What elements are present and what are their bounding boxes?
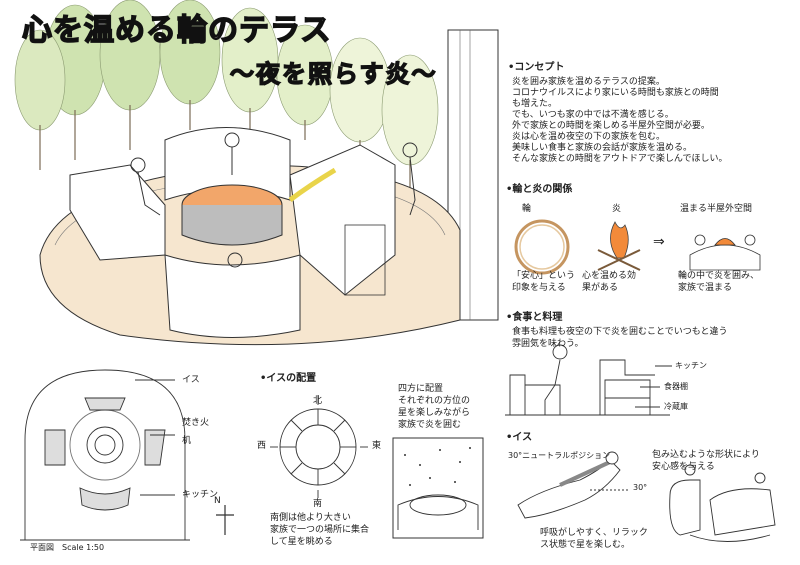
layout-desc-top-2: それぞれの方位の xyxy=(398,396,471,406)
compass-south: 南 xyxy=(313,499,323,509)
layout-desc-top-3: 星を楽しみながら xyxy=(398,408,471,418)
layout-desc-bottom-1: 南側は他より大きい xyxy=(270,513,351,523)
plan-label-chair: イス xyxy=(182,375,200,385)
page-title: 心を温める輪のテラス xyxy=(21,13,332,49)
fire-desc-2: 果がある xyxy=(582,283,619,293)
kitchen-section xyxy=(505,344,672,416)
ring-fire-heading: •輪と炎の関係 xyxy=(506,184,573,195)
layout-desc-top-4: 家族で炎を囲む xyxy=(398,420,462,430)
ring-symbol xyxy=(514,219,570,275)
layout-desc-bottom-2: 家族で一つの場所に集合 xyxy=(270,525,370,535)
chair-south xyxy=(164,254,301,338)
concept-line: コロナウイルスにより家にいる時間も家族との時間 xyxy=(512,88,719,98)
neutral-position-label: 30°ニュートラルポジション xyxy=(508,451,611,460)
ring-desc-1: 「安心」という xyxy=(512,271,576,281)
fridge-label: 冷蔵庫 xyxy=(664,402,688,411)
chair-desc-bottom-1: 呼吸がしやすく、リラック xyxy=(540,528,648,538)
concept-line: 炎は心を温め夜空の下の家族を包む。 xyxy=(512,132,666,142)
arrow-icon: ⇒ xyxy=(653,234,665,250)
plan-view xyxy=(20,369,190,541)
compass-west: 西 xyxy=(257,441,267,451)
fire-desc-1: 心を温める効 xyxy=(582,271,637,281)
concept-text: 炎を囲み家族を温めるテラスの提案。 コロナウイルスにより家にいる時間も家族との時… xyxy=(512,77,727,165)
plan-label-bonfire: 焚き火 xyxy=(182,418,210,428)
chair-profile xyxy=(517,451,630,519)
chair-pair-sketch xyxy=(669,464,776,542)
page-subtitle: 〜夜を照らす炎〜 xyxy=(229,59,438,88)
concept-line: でも、いつも家の中では不満を感じる。 xyxy=(512,110,674,120)
tree-row xyxy=(14,0,439,166)
ring-label: 輪 xyxy=(522,204,532,214)
result-desc-2: 家族で温まる xyxy=(678,283,733,293)
plan-label-table: 机 xyxy=(182,436,192,446)
concept-heading: •コンセプト xyxy=(508,62,565,73)
food-line-2: 雰囲気を味わう。 xyxy=(512,339,584,349)
north-label: N xyxy=(214,496,221,506)
food-heading: •食事と料理 xyxy=(506,312,563,323)
cupboard-label: 食器棚 xyxy=(664,382,688,391)
angle-label: 30° xyxy=(633,483,648,492)
compass-north: 北 xyxy=(313,396,323,406)
fire-label: 炎 xyxy=(612,204,622,214)
concept-line: 外で家族との時間を楽しめる半屋外空間が必要。 xyxy=(512,121,710,131)
kitchen-label: キッチン xyxy=(675,361,707,370)
chair-desc-right-1: 包み込むような形状により xyxy=(652,450,760,460)
concept-line: 炎を囲み家族を温めるテラスの提案。 xyxy=(512,77,665,87)
layout-ring xyxy=(270,395,368,498)
chair-desc-right-2: 安心感を与える xyxy=(652,462,715,472)
chair-desc-bottom-2: ス状態で星を楽しむ。 xyxy=(540,540,631,550)
compass-east: 東 xyxy=(372,441,382,451)
warm-space-sketch xyxy=(689,234,761,271)
layout-heading: •イスの配置 xyxy=(260,373,317,384)
ring-desc-2: 印象を与える xyxy=(512,283,566,293)
fire-symbol xyxy=(597,221,641,271)
people-sketch xyxy=(130,132,418,268)
layout-desc-top-1: 四方に配置 xyxy=(398,384,444,394)
layout-desc-bottom-3: して星を眺める xyxy=(270,537,333,547)
warm-space-label: 温まる半屋外空間 xyxy=(680,204,753,214)
chair-heading: •イス xyxy=(506,432,533,443)
food-line-1: 食事も料理も夜空の下で炎を囲むことでいつもと違う xyxy=(512,327,728,337)
night-sky-sketch xyxy=(392,437,484,539)
concept-line: そんな家族との時間をアウトドアで楽しんでほしい。 xyxy=(512,154,728,164)
concept-line: も増えた。 xyxy=(512,99,558,109)
concept-line: 美味しい食事と家族の会話が家族を温める。 xyxy=(512,143,693,153)
north-arrow xyxy=(216,505,234,535)
plan-scale: 平面図 Scale 1:50 xyxy=(30,543,105,552)
plan-label-kitchen: キッチン xyxy=(182,490,219,500)
result-desc-1: 輪の中で炎を囲み、 xyxy=(678,271,760,281)
